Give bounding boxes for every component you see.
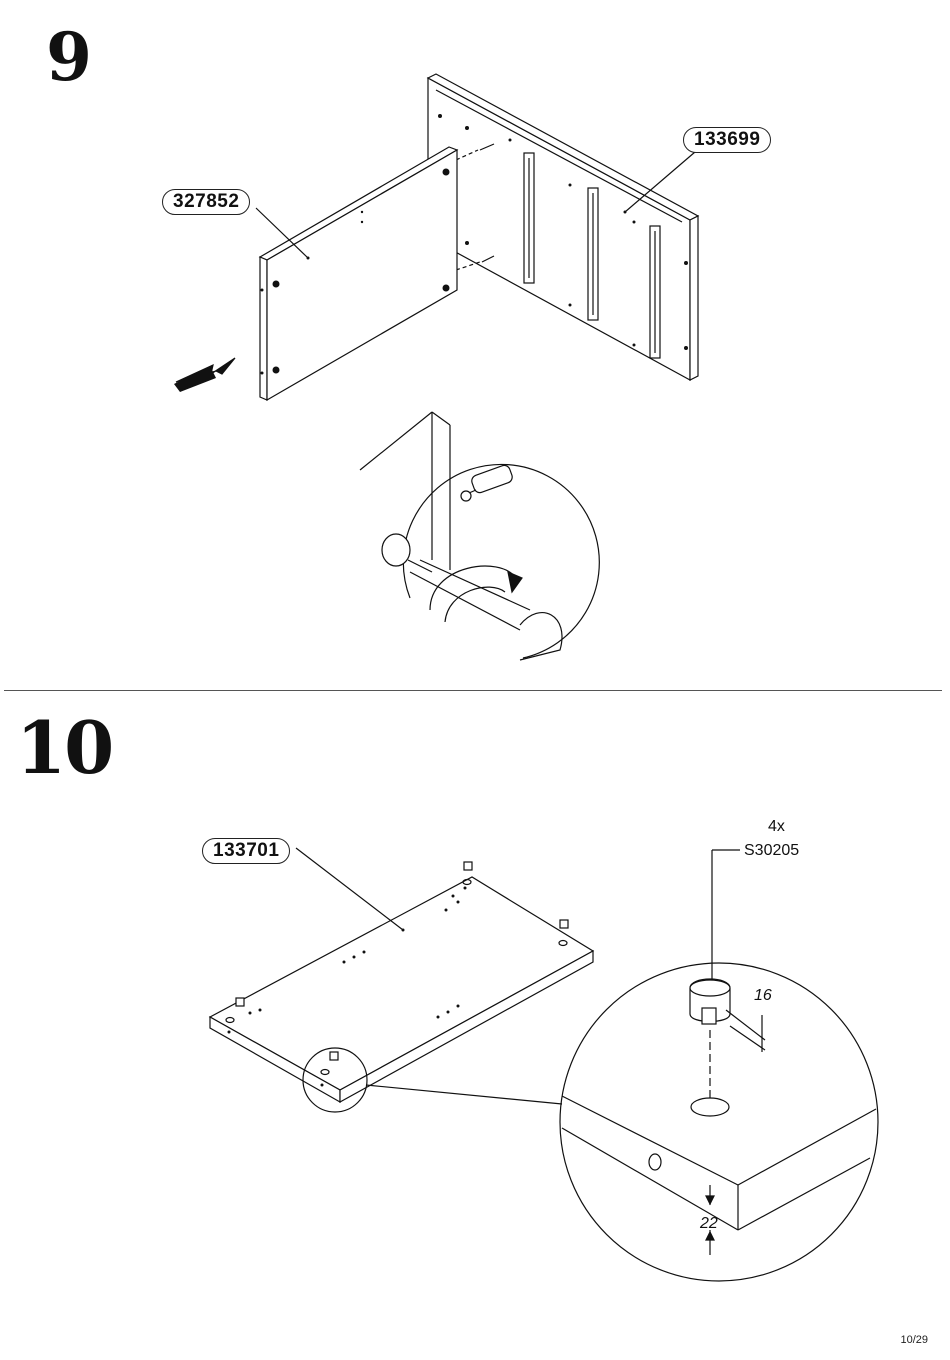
panel-133699-drawing (428, 74, 698, 380)
detail-circle-step9 (360, 412, 599, 660)
dimension-panel-thickness: 22 (700, 1215, 718, 1233)
part-label-327852: 327852 (162, 189, 250, 215)
step-number-9: 9 (46, 24, 90, 90)
panel-327852-drawing (256, 147, 457, 400)
page-number: 10/29 (900, 1334, 928, 1346)
panel-133701-drawing (210, 848, 593, 1112)
part-label-133701: 133701 (202, 838, 290, 864)
detail-circle-step10 (560, 850, 878, 1281)
hardware-code: S30205 (744, 842, 799, 860)
part-label-133699: 133699 (683, 127, 771, 153)
dimension-cam-depth: 16 (754, 987, 772, 1005)
step-divider (4, 690, 942, 691)
step-number-10: 10 (16, 712, 112, 784)
hardware-quantity: 4x (768, 818, 785, 836)
